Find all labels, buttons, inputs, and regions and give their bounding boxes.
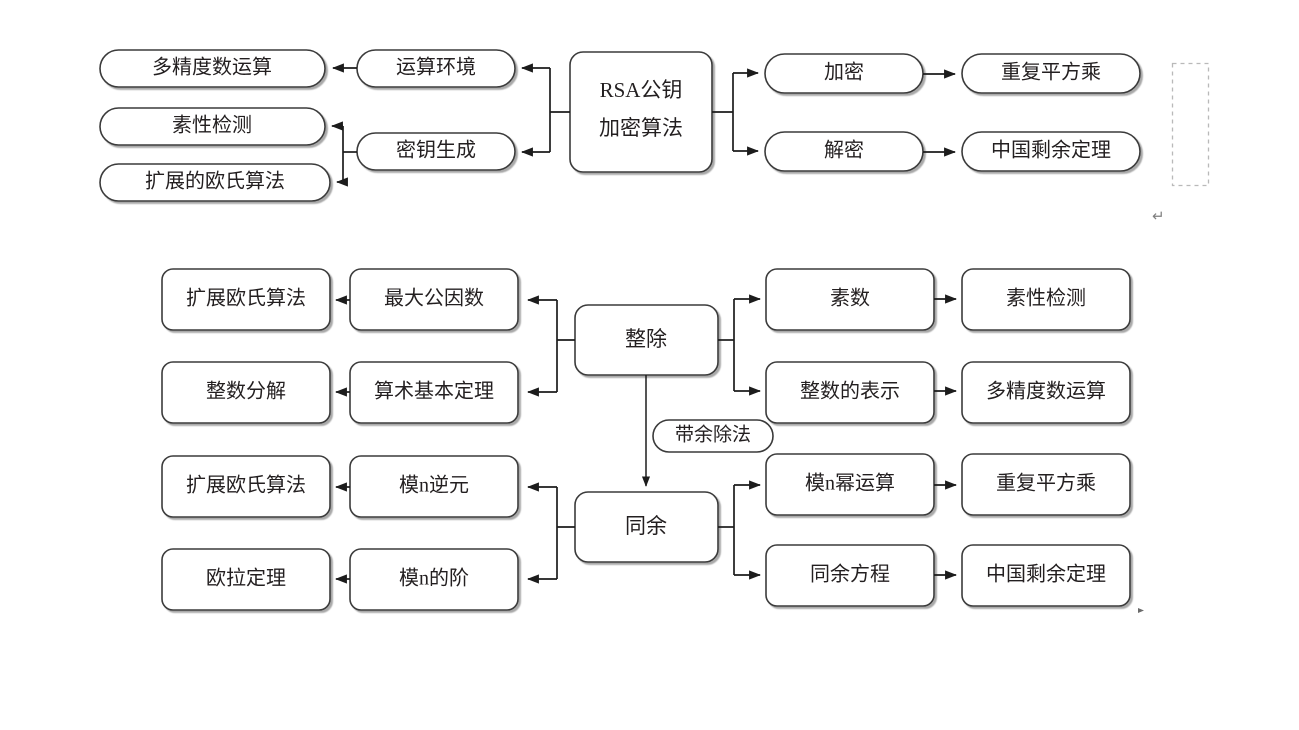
node-integer-factorization[interactable]: 整数分解 xyxy=(161,361,331,424)
node-operation-environment[interactable]: 运算环境 xyxy=(356,49,516,88)
node-congruence-equation-label: 同余方程 xyxy=(810,563,890,586)
node-division-with-remainder-label: 带余除法 xyxy=(675,423,751,445)
node-divisibility[interactable]: 整除 xyxy=(574,304,719,376)
node-rsa-center-line2: 加密算法 xyxy=(599,116,683,140)
node-congruence[interactable]: 同余 xyxy=(574,491,719,563)
node-chinese-remainder-theorem-1-shape xyxy=(961,131,1141,172)
node-primality-test-2-shape xyxy=(961,268,1131,331)
paragraph-mark-icon: ↵ xyxy=(1152,208,1165,225)
node-decryption-label: 解密 xyxy=(824,139,864,162)
node-integer-factorization-label: 整数分解 xyxy=(206,380,286,403)
node-modular-exponentiation[interactable]: 模n幂运算 xyxy=(765,453,935,516)
node-order-modulo-n[interactable]: 模n的阶 xyxy=(349,548,519,611)
node-extended-euclidean-algorithm-2-label: 扩展欧氏算法 xyxy=(186,287,306,310)
node-integer-representation[interactable]: 整数的表示 xyxy=(765,361,935,424)
node-congruence-equation[interactable]: 同余方程 xyxy=(765,544,935,607)
node-extended-euclidean-algorithm[interactable]: 扩展的欧氏算法 xyxy=(99,163,331,202)
node-prime-numbers-label: 素数 xyxy=(830,287,870,310)
node-extended-euclidean-algorithm-3-label: 扩展欧氏算法 xyxy=(186,474,306,497)
node-chinese-remainder-theorem-1[interactable]: 中国剩余定理 xyxy=(961,131,1141,172)
node-euler-theorem-label: 欧拉定理 xyxy=(206,567,286,590)
node-multi-precision-arithmetic-label: 多精度数运算 xyxy=(152,56,272,79)
node-integer-representation-shape xyxy=(765,361,935,424)
empty-placeholder-box xyxy=(1171,62,1210,187)
diagram-rsa-overview: RSA公钥 加密算法 运算环境 多精度数运算 密钥生成 xyxy=(99,49,1210,225)
node-primality-test-2-label: 素性检测 xyxy=(1006,287,1086,310)
node-division-with-remainder-shape xyxy=(652,419,774,453)
node-multi-precision-arithmetic-2-shape xyxy=(961,361,1131,424)
node-euler-theorem[interactable]: 欧拉定理 xyxy=(161,548,331,611)
node-division-with-remainder[interactable]: 带余除法 xyxy=(652,419,774,453)
node-repeated-squaring-1-label: 重复平方乘 xyxy=(1001,61,1101,84)
node-integer-factorization-shape xyxy=(161,361,331,424)
node-repeated-squaring-2[interactable]: 重复平方乘 xyxy=(961,453,1131,516)
node-order-modulo-n-label: 模n的阶 xyxy=(399,567,469,590)
node-decryption[interactable]: 解密 xyxy=(764,131,924,172)
node-greatest-common-divisor[interactable]: 最大公因数 xyxy=(349,268,519,331)
node-multi-precision-arithmetic-2[interactable]: 多精度数运算 xyxy=(961,361,1131,424)
cursor-artifact-icon xyxy=(1138,608,1144,613)
node-extended-euclidean-algorithm-label: 扩展的欧氏算法 xyxy=(145,170,285,193)
node-fundamental-theorem-of-arithmetic-label: 算术基本定理 xyxy=(374,380,494,403)
node-primality-test-2[interactable]: 素性检测 xyxy=(961,268,1131,331)
node-rsa-center[interactable]: RSA公钥 加密算法 xyxy=(569,51,713,173)
node-divisibility-label: 整除 xyxy=(625,327,667,351)
node-encryption-label: 加密 xyxy=(824,61,864,84)
node-euler-theorem-shape xyxy=(161,548,331,611)
node-key-generation-label: 密钥生成 xyxy=(396,139,476,162)
node-modular-inverse-label: 模n逆元 xyxy=(399,474,469,497)
node-greatest-common-divisor-label: 最大公因数 xyxy=(384,287,484,310)
node-chinese-remainder-theorem-2[interactable]: 中国剩余定理 xyxy=(961,544,1131,607)
node-repeated-squaring-2-label: 重复平方乘 xyxy=(996,472,1096,495)
node-modular-inverse[interactable]: 模n逆元 xyxy=(349,455,519,518)
node-rsa-center-line1: RSA公钥 xyxy=(600,78,683,102)
node-primality-test[interactable]: 素性检测 xyxy=(99,107,326,146)
node-repeated-squaring-2-shape xyxy=(961,453,1131,516)
node-fundamental-theorem-of-arithmetic[interactable]: 算术基本定理 xyxy=(349,361,519,424)
node-congruence-label: 同余 xyxy=(625,514,667,538)
node-chinese-remainder-theorem-2-shape xyxy=(961,544,1131,607)
node-primality-test-shape xyxy=(99,107,326,146)
node-extended-euclidean-algorithm-2-shape xyxy=(161,268,331,331)
node-operation-environment-label: 运算环境 xyxy=(396,56,476,79)
node-modular-exponentiation-label: 模n幂运算 xyxy=(805,472,895,495)
node-key-generation[interactable]: 密钥生成 xyxy=(356,132,516,171)
node-multi-precision-arithmetic[interactable]: 多精度数运算 xyxy=(99,49,326,88)
node-primality-test-label: 素性检测 xyxy=(172,114,252,137)
node-rsa-center-shape xyxy=(569,51,713,173)
node-encryption[interactable]: 加密 xyxy=(764,53,924,94)
node-extended-euclidean-algorithm-shape xyxy=(99,163,331,202)
node-integer-representation-label: 整数的表示 xyxy=(800,380,900,403)
node-extended-euclidean-algorithm-3-shape xyxy=(161,455,331,518)
diagram-number-theory-overview: 整除 同余 带余除法 最大公因数 扩展欧氏算法 xyxy=(161,268,1144,613)
node-multi-precision-arithmetic-2-label: 多精度数运算 xyxy=(986,380,1106,403)
node-repeated-squaring-1-shape xyxy=(961,53,1141,94)
node-repeated-squaring-1[interactable]: 重复平方乘 xyxy=(961,53,1141,94)
node-prime-numbers[interactable]: 素数 xyxy=(765,268,935,331)
node-chinese-remainder-theorem-2-label: 中国剩余定理 xyxy=(986,563,1106,586)
node-extended-euclidean-algorithm-3[interactable]: 扩展欧氏算法 xyxy=(161,455,331,518)
node-multi-precision-arithmetic-shape xyxy=(99,49,326,88)
node-extended-euclidean-algorithm-2[interactable]: 扩展欧氏算法 xyxy=(161,268,331,331)
node-chinese-remainder-theorem-1-label: 中国剩余定理 xyxy=(991,139,1111,162)
